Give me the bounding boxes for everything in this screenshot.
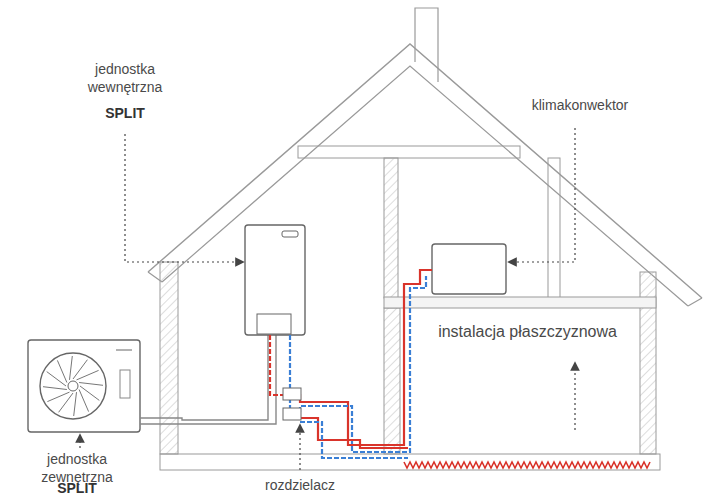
callout-label: jednostka wewnętrzna	[72, 60, 178, 96]
callout-label: klimakonwektor	[520, 96, 640, 114]
callout-label: instalacja płaszczyznowa	[415, 322, 640, 343]
callout-label: SPLIT	[95, 104, 155, 122]
callout-label: rozdzielacz	[250, 476, 350, 494]
callout-label: SPLIT	[47, 479, 107, 497]
